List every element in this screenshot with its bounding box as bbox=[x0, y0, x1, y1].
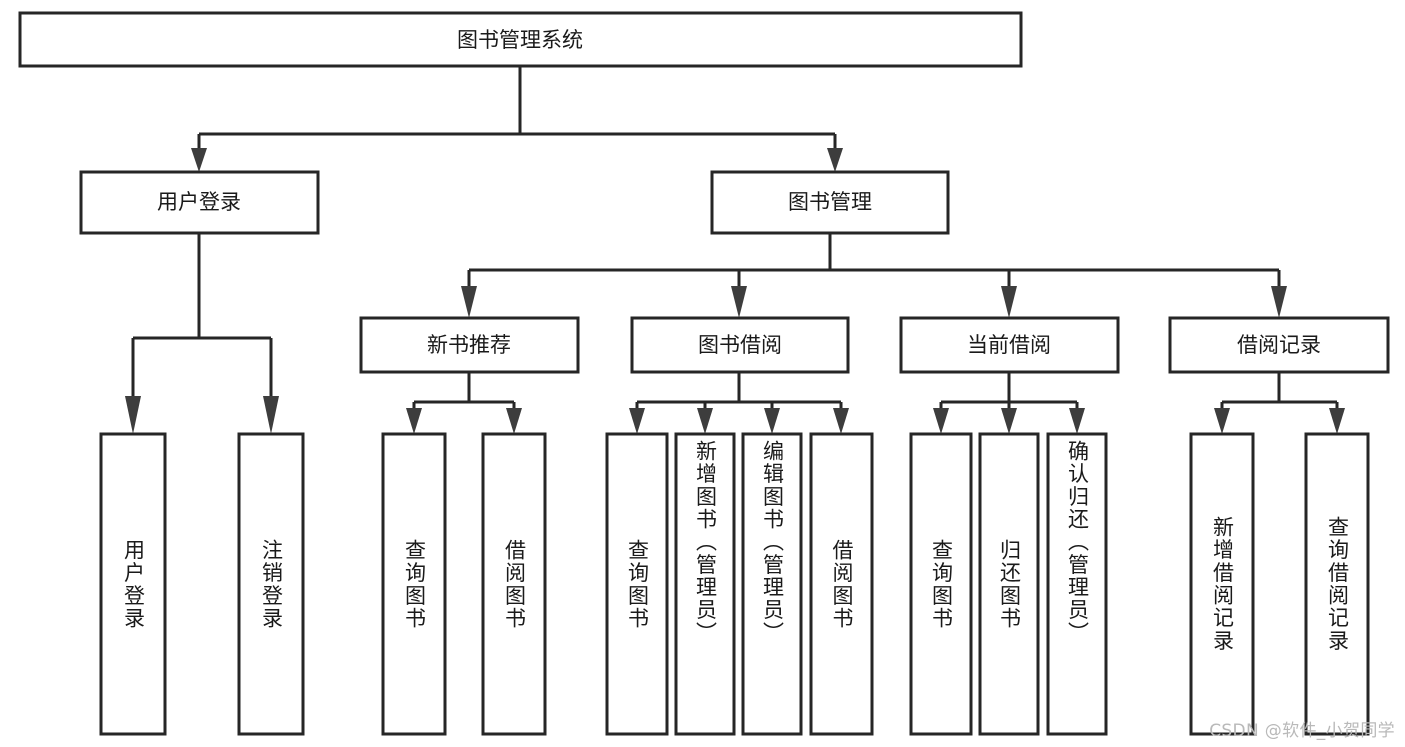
node-current-borrow-label: 当前借阅 bbox=[967, 333, 1051, 357]
node-leaf-edit-book[interactable] bbox=[741, 432, 803, 736]
connector-bookmgmt-to-level2 bbox=[461, 233, 1287, 318]
node-leaf-user-login[interactable] bbox=[99, 432, 167, 736]
node-leaf-borrow-book-1[interactable] bbox=[481, 432, 547, 736]
node-leaf-borrow-book-2[interactable] bbox=[809, 432, 874, 736]
node-leaf-add-record[interactable] bbox=[1189, 432, 1255, 736]
node-book-management-label: 图书管理 bbox=[788, 190, 872, 214]
node-borrow-record-label: 借阅记录 bbox=[1237, 333, 1321, 357]
node-borrow-record[interactable]: 借阅记录 bbox=[1168, 316, 1390, 374]
node-leaf-return-book[interactable] bbox=[978, 432, 1040, 736]
connector-borrowrecord-to-leaves bbox=[1214, 372, 1345, 434]
node-leaf-confirm-return[interactable] bbox=[1046, 432, 1108, 736]
node-user-login-label: 用户登录 bbox=[157, 190, 241, 214]
node-leaf-query-record[interactable] bbox=[1304, 432, 1370, 736]
node-new-book-recommend[interactable]: 新书推荐 bbox=[359, 316, 580, 374]
connector-currentborrow-to-leaves bbox=[933, 372, 1085, 434]
connector-bookborrow-to-leaves bbox=[629, 372, 849, 434]
node-leaf-add-book[interactable] bbox=[674, 432, 736, 736]
csdn-watermark: CSDN @软件_小贺同学 bbox=[1209, 721, 1395, 741]
node-leaf-query-book-3[interactable] bbox=[909, 432, 973, 736]
node-root[interactable]: 图书管理系统 bbox=[18, 11, 1023, 68]
node-leaf-logout-login[interactable] bbox=[237, 432, 305, 736]
node-user-login[interactable]: 用户登录 bbox=[79, 170, 320, 235]
node-leaf-query-book-1[interactable] bbox=[381, 432, 447, 736]
connector-newbook-to-leaves bbox=[406, 372, 522, 434]
connector-root-to-level1 bbox=[191, 66, 843, 172]
connector-userlogin-to-leaves bbox=[125, 233, 279, 434]
node-book-borrow-label: 图书借阅 bbox=[698, 333, 782, 357]
node-leaf-query-book-2[interactable] bbox=[605, 432, 669, 736]
node-root-label: 图书管理系统 bbox=[457, 28, 583, 52]
node-book-management[interactable]: 图书管理 bbox=[710, 170, 950, 235]
node-new-book-recommend-label: 新书推荐 bbox=[427, 333, 511, 357]
node-current-borrow[interactable]: 当前借阅 bbox=[899, 316, 1120, 374]
node-book-borrow[interactable]: 图书借阅 bbox=[630, 316, 850, 374]
